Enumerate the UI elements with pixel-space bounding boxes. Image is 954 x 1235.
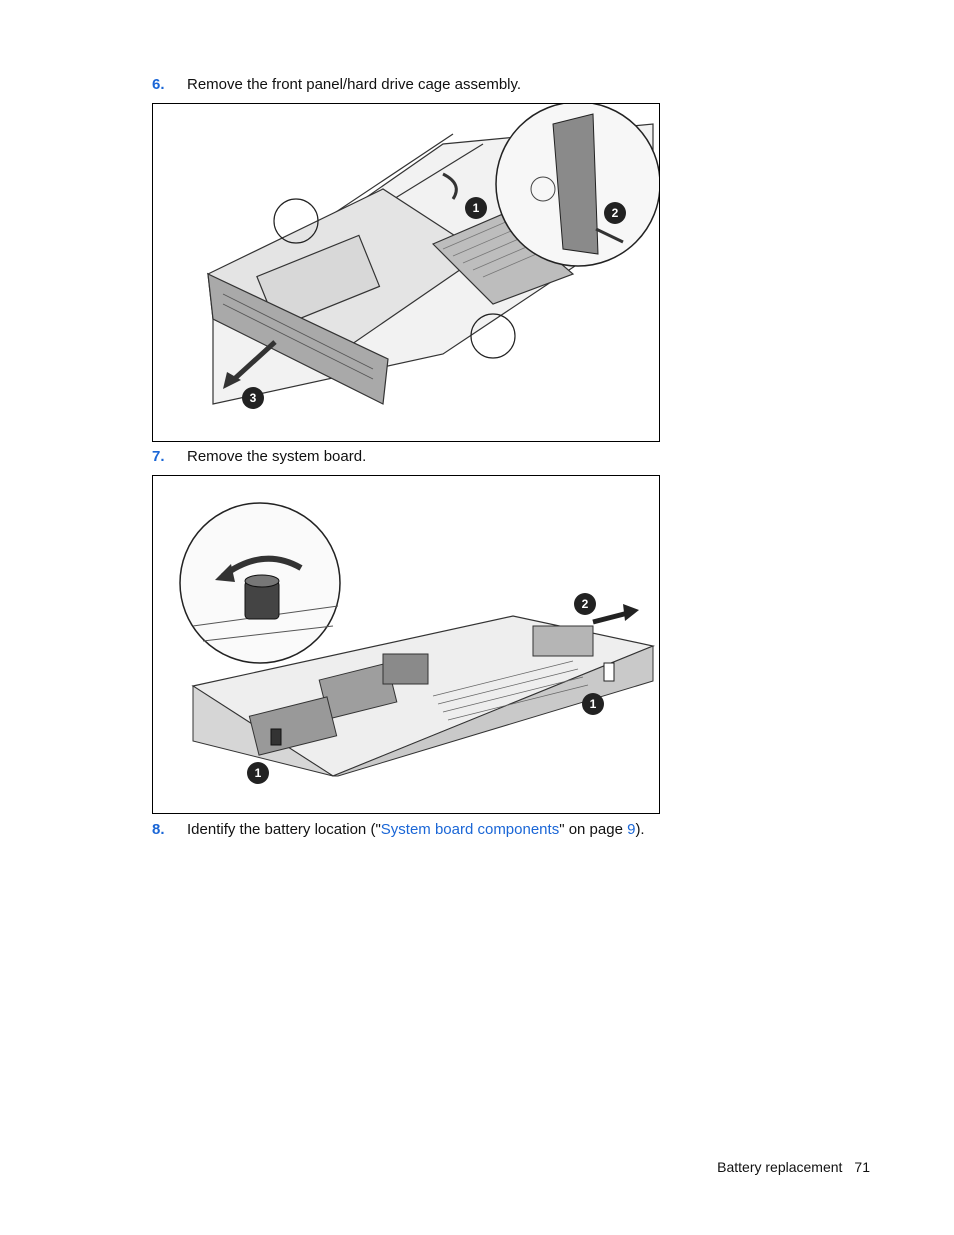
page-footer: Battery replacement 71: [700, 1159, 870, 1175]
callout-3: 3: [250, 391, 257, 405]
step-text-before: Identify the battery location (": [187, 821, 381, 838]
step-number: 8.: [152, 821, 165, 838]
page-9-link[interactable]: 9: [627, 821, 636, 838]
callout-1-right: 1: [590, 697, 597, 711]
step-number: 6.: [152, 76, 165, 93]
callout-2: 2: [612, 206, 619, 220]
step-text-after: ).: [635, 821, 645, 838]
system-board-illustration: 1 1 2: [179, 502, 656, 784]
step-text-middle: " on page: [559, 821, 628, 838]
step-8: 8. Identify the battery location ("System…: [152, 821, 645, 839]
figure-system-board-removal: 1 1 2: [152, 475, 660, 814]
callout-2: 2: [582, 597, 589, 611]
page-number: 71: [854, 1159, 870, 1175]
step-6: 6. Remove the front panel/hard drive cage…: [152, 76, 521, 94]
figure-front-panel-removal: 1 2 3: [152, 103, 660, 442]
step-text: Remove the front panel/hard drive cage a…: [187, 76, 522, 93]
footer-section-title: Battery replacement: [717, 1159, 843, 1175]
step-text: Remove the system board.: [187, 448, 367, 465]
callout-1: 1: [473, 201, 480, 215]
front-panel-illustration: 1 2 3: [206, 104, 659, 409]
step-number: 7.: [152, 448, 165, 465]
system-board-components-link[interactable]: System board components: [380, 821, 560, 838]
step-7: 7. Remove the system board.: [152, 448, 366, 466]
callout-1-left: 1: [255, 766, 262, 780]
